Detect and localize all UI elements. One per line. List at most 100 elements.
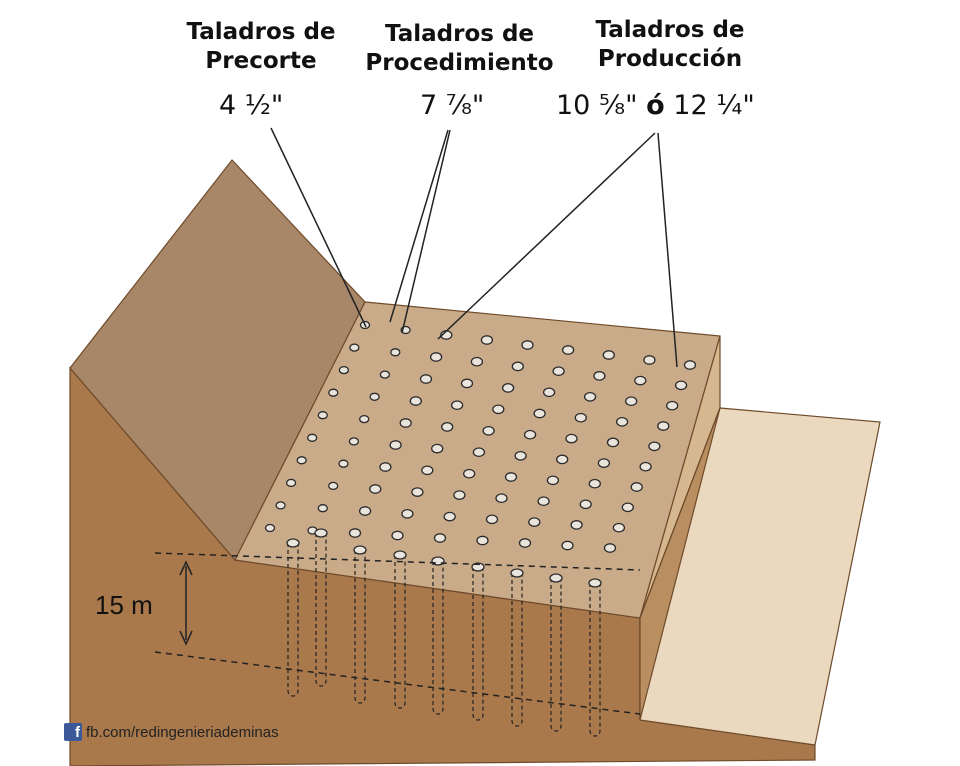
drill-hole — [317, 504, 328, 513]
drill-hole — [579, 499, 592, 510]
dimension-arrowhead-top — [179, 560, 193, 576]
drill-hole — [409, 396, 422, 406]
drill-hole — [379, 370, 391, 379]
drill-hole — [275, 501, 286, 510]
drill-hole — [389, 440, 402, 450]
drill-hole — [338, 459, 349, 468]
drill-hole — [433, 533, 447, 543]
drill-hole — [485, 514, 499, 525]
drill-hole — [369, 392, 380, 401]
precorte-title-line2: Precorte — [205, 48, 317, 74]
drill-hole — [359, 414, 370, 424]
vertical-drill-hole — [394, 555, 406, 709]
drill-hole — [542, 387, 556, 398]
leader-line — [389, 129, 449, 323]
vertical-drill-hole-top — [471, 562, 485, 572]
bench-height-label: 15 m — [95, 590, 153, 620]
drill-hole — [391, 530, 404, 541]
drill-hole — [495, 493, 508, 504]
drill-hole — [390, 348, 401, 357]
drill-hole — [399, 418, 412, 428]
drill-hole — [565, 433, 578, 444]
produccion-title-line1: Taladros de — [595, 17, 745, 43]
drill-hole — [443, 511, 456, 522]
drill-hole — [472, 447, 486, 458]
drill-hole — [683, 360, 697, 370]
leader-line — [437, 132, 656, 340]
vertical-drill-hole-top — [549, 573, 563, 583]
drill-hole — [657, 421, 670, 431]
drill-hole — [317, 411, 328, 420]
facebook-icon: f — [64, 723, 82, 741]
drill-hole — [615, 416, 629, 427]
vertical-drill-hole — [315, 533, 327, 687]
drill-hole — [533, 408, 546, 419]
drill-hole — [348, 528, 362, 538]
drill-hole — [574, 412, 587, 423]
drill-hole — [482, 425, 495, 436]
drill-hole — [358, 506, 372, 516]
drill-hole — [523, 429, 537, 440]
precorte-title: Taladros de Precorte — [182, 18, 340, 76]
drill-hole — [328, 481, 339, 491]
drill-hole — [593, 371, 606, 381]
drill-hole — [476, 535, 489, 546]
drill-hole — [480, 335, 494, 345]
drill-hole — [630, 482, 643, 492]
drill-hole — [285, 478, 297, 488]
drill-hole — [338, 365, 350, 375]
drill-hole — [674, 380, 688, 391]
leader-line — [657, 132, 678, 368]
drill-hole — [379, 462, 392, 472]
drill-hole — [521, 340, 534, 350]
vertical-drill-hole — [511, 573, 523, 727]
drill-hole — [666, 400, 679, 411]
vertical-drill-hole-top — [353, 545, 367, 555]
vertical-drill-hole — [287, 543, 299, 697]
drill-hole — [369, 484, 382, 494]
drill-hole — [504, 472, 518, 482]
drill-hole — [606, 437, 620, 448]
drill-hole — [411, 487, 424, 497]
dimension-arrowhead-bottom — [179, 630, 193, 646]
drill-hole — [501, 383, 515, 393]
drill-hole — [556, 454, 569, 465]
drill-hole — [561, 345, 575, 355]
vertical-drill-hole-top — [510, 568, 524, 578]
vertical-drill-hole-top — [286, 538, 300, 548]
drill-hole — [537, 496, 550, 507]
procedimiento-title: Taladros de Procedimiento — [362, 20, 557, 78]
credit-text: fb.com/redingenieriademinas — [86, 723, 279, 741]
drill-hole — [602, 350, 615, 360]
procedimiento-title-line1: Taladros de — [384, 21, 535, 47]
drill-hole — [296, 456, 307, 465]
drill-hole — [546, 475, 560, 486]
drill-hole — [612, 522, 626, 533]
precorte-title-line1: Taladros de — [186, 19, 336, 45]
drill-hole — [583, 391, 597, 402]
vertical-drill-hole — [354, 550, 366, 704]
drill-hole — [603, 543, 617, 553]
drill-hole — [514, 450, 527, 461]
drill-hole — [570, 520, 583, 530]
leader-lines — [270, 127, 678, 368]
drill-hole — [470, 356, 484, 367]
drill-hole — [621, 502, 634, 513]
drill-hole — [429, 352, 443, 362]
vertical-drill-hole — [472, 567, 484, 721]
drill-hole — [588, 478, 601, 489]
drill-hole — [639, 461, 652, 472]
drill-hole — [264, 523, 276, 533]
drill-hole — [421, 465, 434, 476]
vertical-drill-hole — [550, 578, 562, 732]
drill-hole — [453, 490, 466, 500]
drill-hole — [597, 458, 611, 468]
procedimiento-size: 7 ⁷⁄₈" — [420, 90, 485, 121]
drill-hole — [401, 508, 414, 519]
drill-hole — [643, 355, 656, 365]
drill-hole — [307, 433, 318, 442]
procedimiento-title-line2: Procedimiento — [365, 50, 554, 76]
produccion-title: Taladros de Producción — [585, 16, 755, 74]
vertical-drill-hole-top — [588, 578, 602, 588]
dimension-line-top — [154, 552, 641, 571]
